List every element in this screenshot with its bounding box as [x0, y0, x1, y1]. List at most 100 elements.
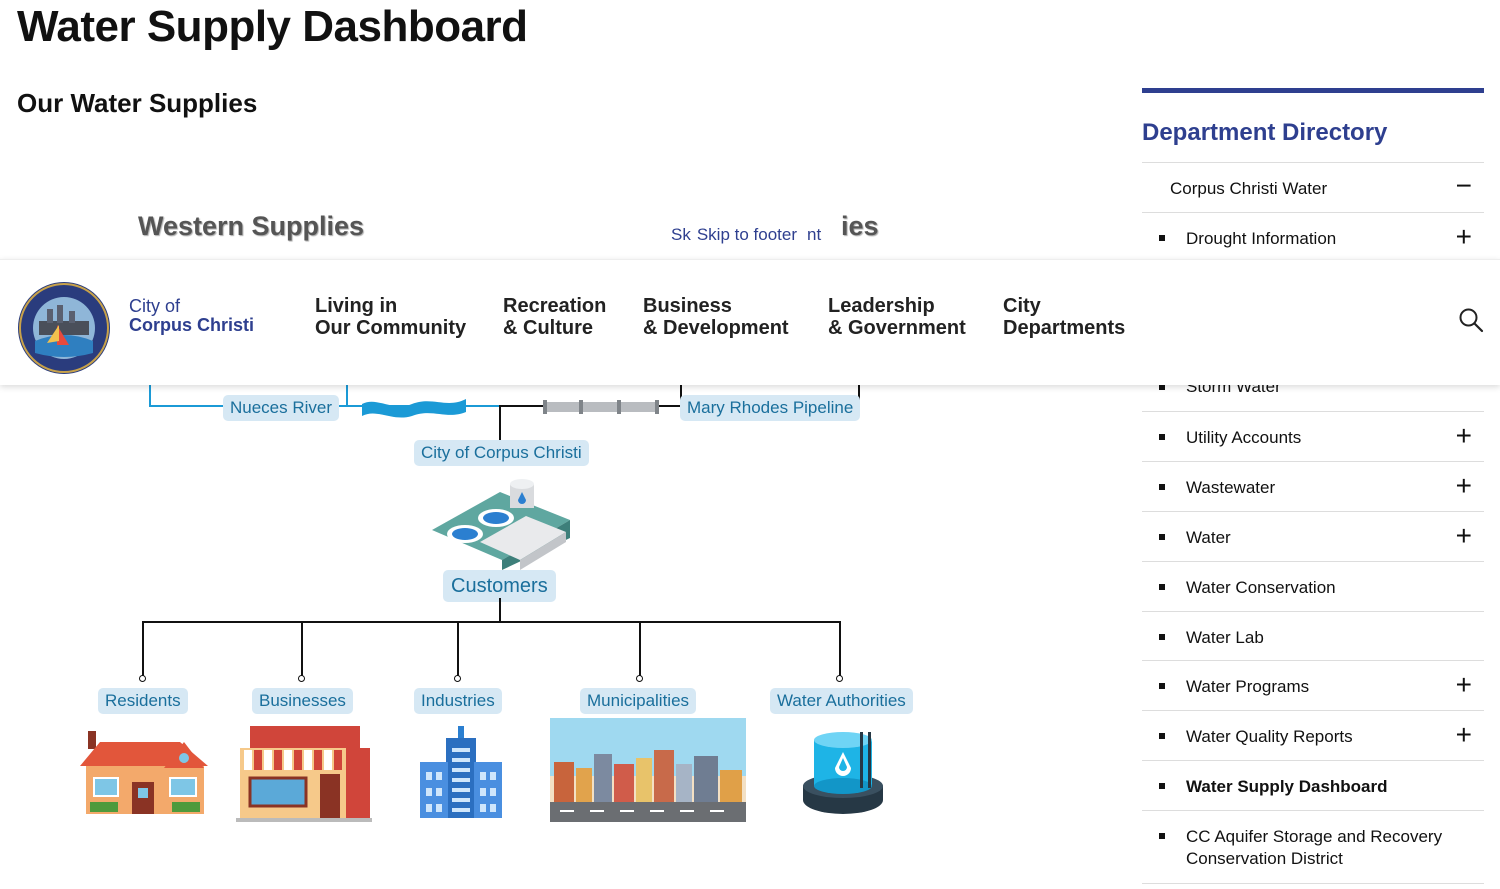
sidebar-item-label[interactable]: Water Programs [1186, 677, 1310, 696]
branch-industries [457, 621, 459, 677]
expand-icon[interactable]: + [1455, 470, 1472, 501]
nav-line2: & Development [643, 317, 789, 339]
city-connector-line [499, 405, 501, 442]
sidebar-item-wastewater[interactable]: Wastewater + [1142, 461, 1484, 511]
branch-municipalities [639, 621, 641, 677]
customers-connector-line [499, 598, 501, 622]
collapse-icon[interactable]: − [1455, 170, 1472, 201]
city-skyline-icon [550, 718, 746, 822]
store-icon [236, 726, 372, 822]
sidebar-item-label[interactable]: Water Quality Reports [1186, 727, 1353, 746]
bullet-icon [1159, 683, 1165, 689]
sidebar-item-utility-accounts[interactable]: Utility Accounts + [1142, 411, 1484, 461]
skip-link-overlap: Sk [671, 225, 691, 244]
branch-dot [836, 675, 843, 682]
nav-business-development[interactable]: Business & Development [643, 295, 789, 339]
sidebar-item-label-line2: Conservation District [1186, 849, 1343, 868]
nav-living-in-our-community[interactable]: Living in Our Community [315, 295, 466, 339]
bullet-icon [1159, 235, 1165, 241]
pipeline-line-left [680, 383, 682, 406]
nav-leadership-government[interactable]: Leadership & Government [828, 295, 966, 339]
bullet-icon [1159, 833, 1165, 839]
branch-residents [142, 621, 144, 677]
nueces-river-label: Nueces River [223, 395, 340, 421]
skip-link-tail: nt [807, 225, 822, 244]
nav-line1: Recreation [503, 295, 607, 317]
page-title: Water Supply Dashboard [17, 2, 528, 51]
brand-corpus-christi[interactable]: Corpus Christi [129, 315, 255, 335]
nav-line1: Leadership [828, 295, 935, 317]
eastern-supplies-heading-fragment: ies [841, 211, 879, 241]
water-tank-icon [803, 732, 883, 814]
sidebar-item-label[interactable]: Utility Accounts [1186, 428, 1302, 447]
site-header: City of Corpus Christi Living in Our Com… [0, 259, 1500, 385]
nav-line2: Departments [1003, 317, 1126, 339]
expand-icon[interactable]: + [1455, 719, 1472, 750]
expand-icon[interactable]: + [1455, 520, 1472, 551]
sidebar-title: Department Directory [1142, 119, 1388, 146]
western-supplies-heading: Western Supplies [138, 211, 365, 241]
expand-icon[interactable]: + [1455, 669, 1472, 700]
sidebar-item-label[interactable]: Water Lab [1186, 628, 1264, 647]
expand-icon[interactable]: + [1455, 420, 1472, 451]
skip-link-label[interactable]: Skip to footer [696, 225, 798, 244]
city-seal-logo[interactable] [17, 281, 111, 375]
sidebar-item-drought-information[interactable]: Drought Information + [1142, 212, 1484, 261]
sidebar-item-label-line1: CC Aquifer Storage and Recovery [1186, 827, 1443, 846]
municipalities-label: Municipalities [580, 688, 697, 714]
sidebar-item-label[interactable]: Drought Information [1186, 229, 1337, 248]
nav-city-departments[interactable]: City Departments [1003, 295, 1125, 339]
department-directory: Department Directory [1142, 88, 1484, 147]
branch-dot [636, 675, 643, 682]
nav-line2: Our Community [315, 317, 467, 339]
search-icon[interactable] [1458, 307, 1484, 333]
customers-label: Customers [443, 570, 556, 602]
mary-rhodes-pipeline-label: Mary Rhodes Pipeline [680, 395, 861, 421]
brand-city-of[interactable]: City of [129, 296, 181, 316]
sidebar-item-label[interactable]: Water [1186, 528, 1231, 547]
customers-branch-line [142, 621, 840, 623]
river-line-left [149, 383, 151, 406]
nav-line2: & Culture [503, 317, 593, 339]
sidebar-item-cc-aquifer[interactable]: CC Aquifer Storage and Recovery Conserva… [1142, 810, 1484, 884]
pipeline-line-right [858, 383, 860, 406]
nav-line1: Business [643, 295, 732, 317]
expand-icon[interactable]: + [1455, 221, 1472, 252]
sidebar-item-water-quality-reports[interactable]: Water Quality Reports + [1142, 710, 1484, 760]
sidebar-item-label[interactable]: CC Aquifer Storage and Recovery Conserva… [1186, 826, 1442, 870]
nav-line2: & Government [828, 317, 966, 339]
bullet-icon [1159, 384, 1165, 390]
house-icon [80, 731, 208, 814]
sidebar-parent-label[interactable]: Corpus Christi Water [1170, 179, 1328, 198]
nav-recreation-culture[interactable]: Recreation & Culture [503, 295, 606, 339]
sidebar-parent-item[interactable]: Corpus Christi Water − [1142, 162, 1484, 212]
sidebar-item-label[interactable]: Wastewater [1186, 478, 1276, 497]
river-line-bottom-left [149, 405, 227, 407]
branch-water-authorities [839, 621, 841, 677]
nav-line1: Living in [315, 295, 398, 317]
office-building-icon [420, 726, 502, 818]
bullet-icon [1159, 484, 1165, 490]
bullet-icon [1159, 434, 1165, 440]
pipeline-icon [543, 400, 659, 414]
branch-dot [139, 675, 146, 682]
sidebar-item-water-supply-dashboard[interactable]: Water Supply Dashboard [1142, 760, 1484, 810]
treatment-plant-icon [432, 479, 570, 570]
river-line-mid [346, 383, 348, 406]
branch-businesses [301, 621, 303, 677]
bullet-icon [1159, 584, 1165, 590]
sidebar-item-label[interactable]: Water Conservation [1186, 578, 1336, 597]
sidebar-item-water-lab[interactable]: Water Lab [1142, 611, 1484, 661]
bullet-icon [1159, 634, 1165, 640]
section-title: Our Water Supplies [17, 88, 258, 118]
skip-to-footer-link[interactable]: Sk Skip to footer nt [663, 222, 830, 248]
river-icon [362, 399, 466, 418]
sidebar-item-water-programs[interactable]: Water Programs + [1142, 660, 1484, 710]
branch-dot [298, 675, 305, 682]
sidebar-top-rule [1142, 88, 1484, 93]
sidebar-item-water-conservation[interactable]: Water Conservation [1142, 561, 1484, 611]
sidebar-item-label-active[interactable]: Water Supply Dashboard [1186, 777, 1388, 796]
bullet-icon [1159, 534, 1165, 540]
businesses-label: Businesses [252, 688, 353, 714]
sidebar-item-water[interactable]: Water + [1142, 511, 1484, 561]
